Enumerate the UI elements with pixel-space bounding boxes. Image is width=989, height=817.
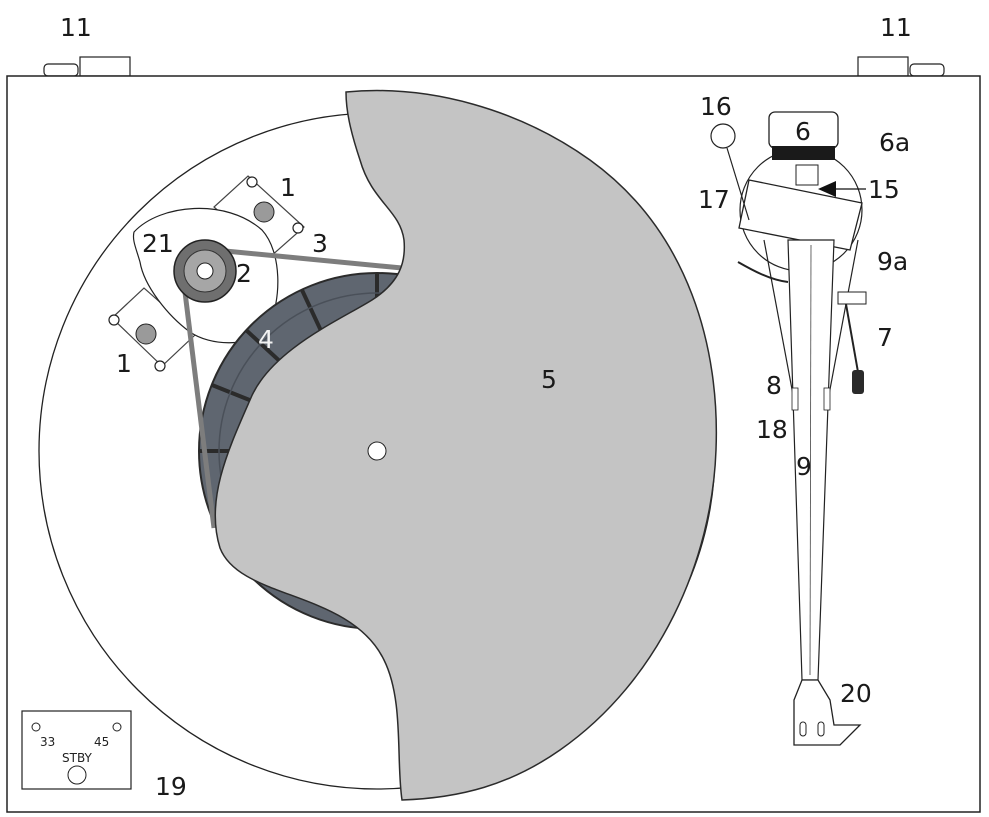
label-motor: 21 [142,229,174,258]
label-antiskate: 7 [877,323,893,352]
spindle [367,441,387,461]
foot-left [43,56,131,77]
label-headshell: 20 [840,679,872,708]
motor-mount-top [213,175,305,258]
label-vta-arrow: 15 [868,175,900,204]
pulley [173,239,237,303]
antiskate-wire [737,261,789,283]
vta-arrowhead [818,181,836,197]
speed-switch-panel: 33 45 STBY [21,710,132,790]
label-arm-rest: 18 [756,415,788,444]
standby-label: STBY [62,751,93,765]
label-belt: 3 [312,229,328,258]
foot-right [857,56,945,77]
bearing-housing [738,179,863,251]
platter [214,89,718,801]
belt [181,247,403,529]
label-armlift: 8 [766,371,782,400]
label-bearing-housing: 17 [698,185,730,214]
label-motor-mount-top: 1 [280,173,296,202]
label-subplatter: 4 [258,325,274,354]
speed-33-indicator [31,722,41,732]
label-counterweight: 6 [795,117,811,146]
label-pulley: 2 [236,259,252,288]
antiskate-tip [852,370,864,394]
speed-45-indicator [112,722,122,732]
antiskate-weight [710,123,736,149]
label-tonearm: 9 [796,452,812,481]
counterweight-ring [772,146,835,160]
tonearm-assembly [710,111,867,746]
speed-33-label: 33 [40,735,55,749]
headshell [793,679,862,746]
label-antiskate-weight: 16 [700,92,732,121]
label-platter: 5 [541,365,557,394]
label-feet-left: 11 [60,13,92,42]
label-feet-right: 11 [880,13,912,42]
motor-mount-bottom [108,287,197,372]
label-motor-mount-bottom: 1 [116,349,132,378]
label-plinth: 19 [155,772,187,801]
vta-post [795,164,819,186]
antiskate-lever [837,291,867,305]
standby-button[interactable] [67,765,87,785]
label-tonearm-a: 9a [877,247,908,276]
speed-45-label: 45 [94,735,109,749]
label-counterweight-a: 6a [879,128,910,157]
